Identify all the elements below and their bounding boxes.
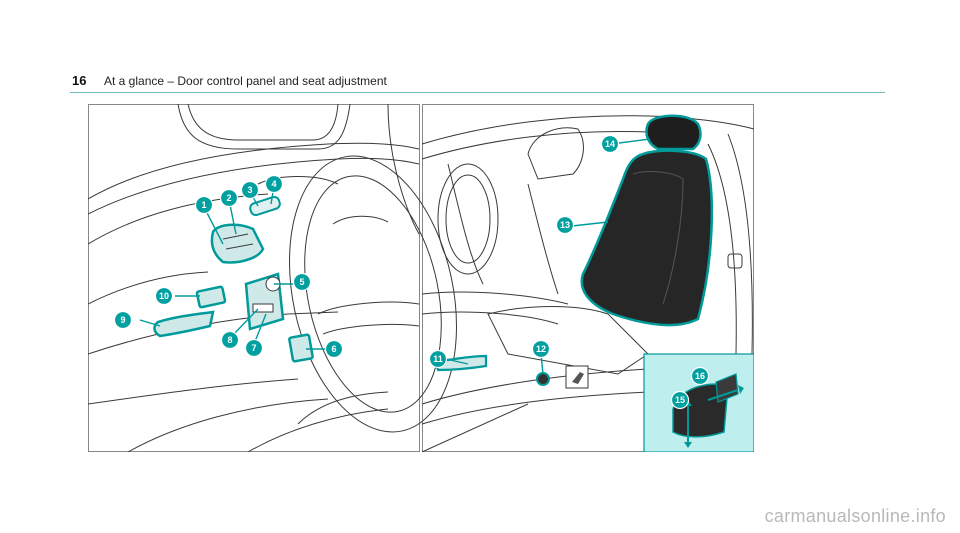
svg-text:7: 7 — [251, 343, 256, 353]
callout-1: 1 — [194, 195, 214, 215]
callout-13: 13 — [555, 215, 575, 235]
callout-5: 5 — [292, 272, 312, 292]
door-opener-button — [195, 285, 227, 309]
memory-buttons — [249, 195, 281, 217]
callout-6: 6 — [324, 339, 344, 359]
watermark: carmanualsonline.info — [764, 506, 946, 526]
callout-4: 4 — [264, 174, 284, 194]
svg-text:2: 2 — [226, 193, 231, 203]
svg-text:3: 3 — [247, 185, 252, 195]
callout-16: 16 — [690, 366, 710, 386]
callout-10: 10 — [154, 286, 174, 306]
callout-9: 9 — [113, 310, 133, 330]
page-title: At a glance – Door control panel and sea… — [104, 74, 387, 88]
svg-text:13: 13 — [560, 220, 570, 230]
svg-text:12: 12 — [536, 344, 546, 354]
illustration-svg: 1 2 3 4 5 6 7 — [88, 104, 754, 452]
seat-switch-small — [565, 365, 589, 389]
callout-11: 11 — [428, 349, 448, 369]
svg-text:8: 8 — [227, 335, 232, 345]
svg-text:9: 9 — [120, 315, 125, 325]
callout-7: 7 — [244, 338, 264, 358]
window-switch-panel — [244, 272, 285, 331]
head-restraint — [645, 114, 702, 151]
illustration-figure: 1 2 3 4 5 6 7 — [88, 104, 754, 452]
svg-text:15: 15 — [675, 395, 685, 405]
callout-2: 2 — [219, 188, 239, 208]
svg-text:6: 6 — [331, 344, 336, 354]
svg-text:4: 4 — [271, 179, 276, 189]
seat-backrest — [580, 149, 714, 327]
svg-text:16: 16 — [695, 371, 705, 381]
callout-8: 8 — [220, 330, 240, 350]
door-panel-frame — [88, 104, 420, 452]
callout-15: 15 — [670, 390, 690, 410]
driver-seat — [580, 114, 714, 327]
callout-12: 12 — [531, 339, 551, 359]
svg-text:11: 11 — [433, 354, 443, 364]
svg-text:1: 1 — [201, 200, 206, 210]
page-number: 16 — [72, 73, 87, 88]
window-switch-rear — [288, 333, 314, 363]
svg-text:10: 10 — [159, 291, 169, 301]
page-header: 16 At a glance – Door control panel and … — [70, 70, 885, 93]
callout-14: 14 — [600, 134, 620, 154]
callouts: 1 2 3 4 5 6 7 — [113, 134, 710, 410]
svg-text:5: 5 — [299, 277, 304, 287]
door-handle — [153, 310, 215, 338]
memory-seat-switch — [210, 223, 265, 264]
callout-3: 3 — [240, 180, 260, 200]
svg-text:14: 14 — [605, 139, 615, 149]
seat-knob — [536, 372, 550, 386]
